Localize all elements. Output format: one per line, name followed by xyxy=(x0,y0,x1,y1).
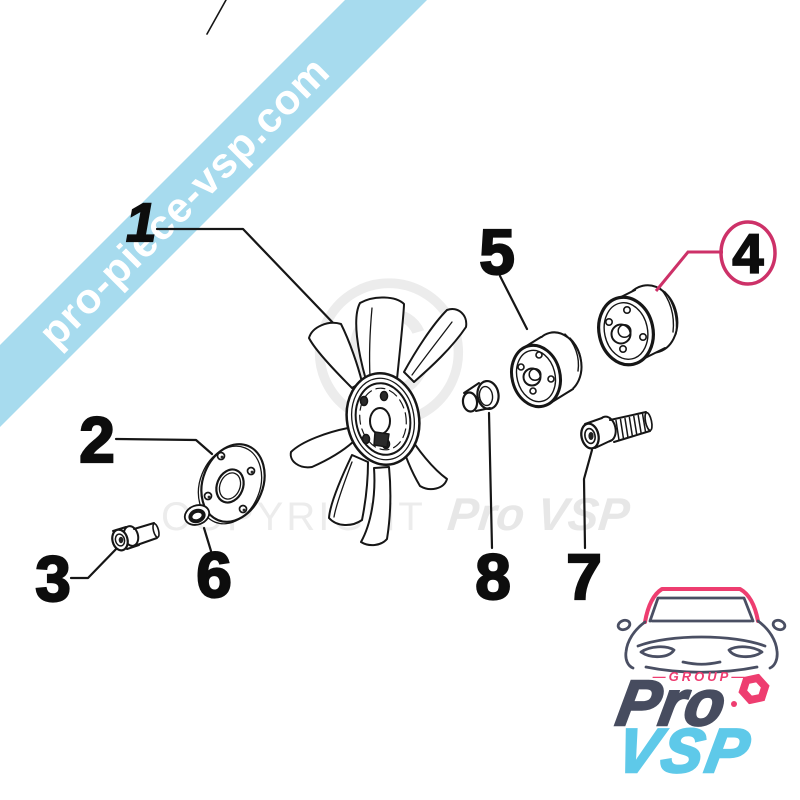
provsp-logo: —GROUP— Pro VSP xyxy=(600,570,800,800)
car-logo-icon xyxy=(616,587,787,674)
callout-4 xyxy=(654,220,777,292)
fan-drawing xyxy=(289,296,468,547)
callout-circle xyxy=(719,220,777,286)
part-label-7: 7 xyxy=(565,541,603,613)
washer-drawing xyxy=(183,504,211,526)
flange-drawing xyxy=(197,443,266,525)
car-roof-pink xyxy=(643,587,760,624)
part-label-2: 2 xyxy=(78,404,116,476)
large-bolt-drawing xyxy=(580,411,653,450)
small-bolt-drawing xyxy=(111,522,160,552)
stray-line xyxy=(206,0,227,35)
hex-nut-dot xyxy=(731,701,737,707)
logo-group-label: —GROUP— xyxy=(652,669,748,684)
part-label-8: 8 xyxy=(474,541,512,613)
logo-vsp-text: VSP xyxy=(611,716,759,788)
pulley-4-drawing xyxy=(597,284,679,367)
bushing-drawing xyxy=(461,379,500,413)
part-label-6: 6 xyxy=(195,539,233,611)
part-label-5: 5 xyxy=(478,216,516,288)
part-label-3: 3 xyxy=(34,543,72,615)
leader-lines xyxy=(69,227,594,580)
part-label-4: 4 xyxy=(732,222,765,285)
pulley-5-drawing xyxy=(510,331,583,409)
